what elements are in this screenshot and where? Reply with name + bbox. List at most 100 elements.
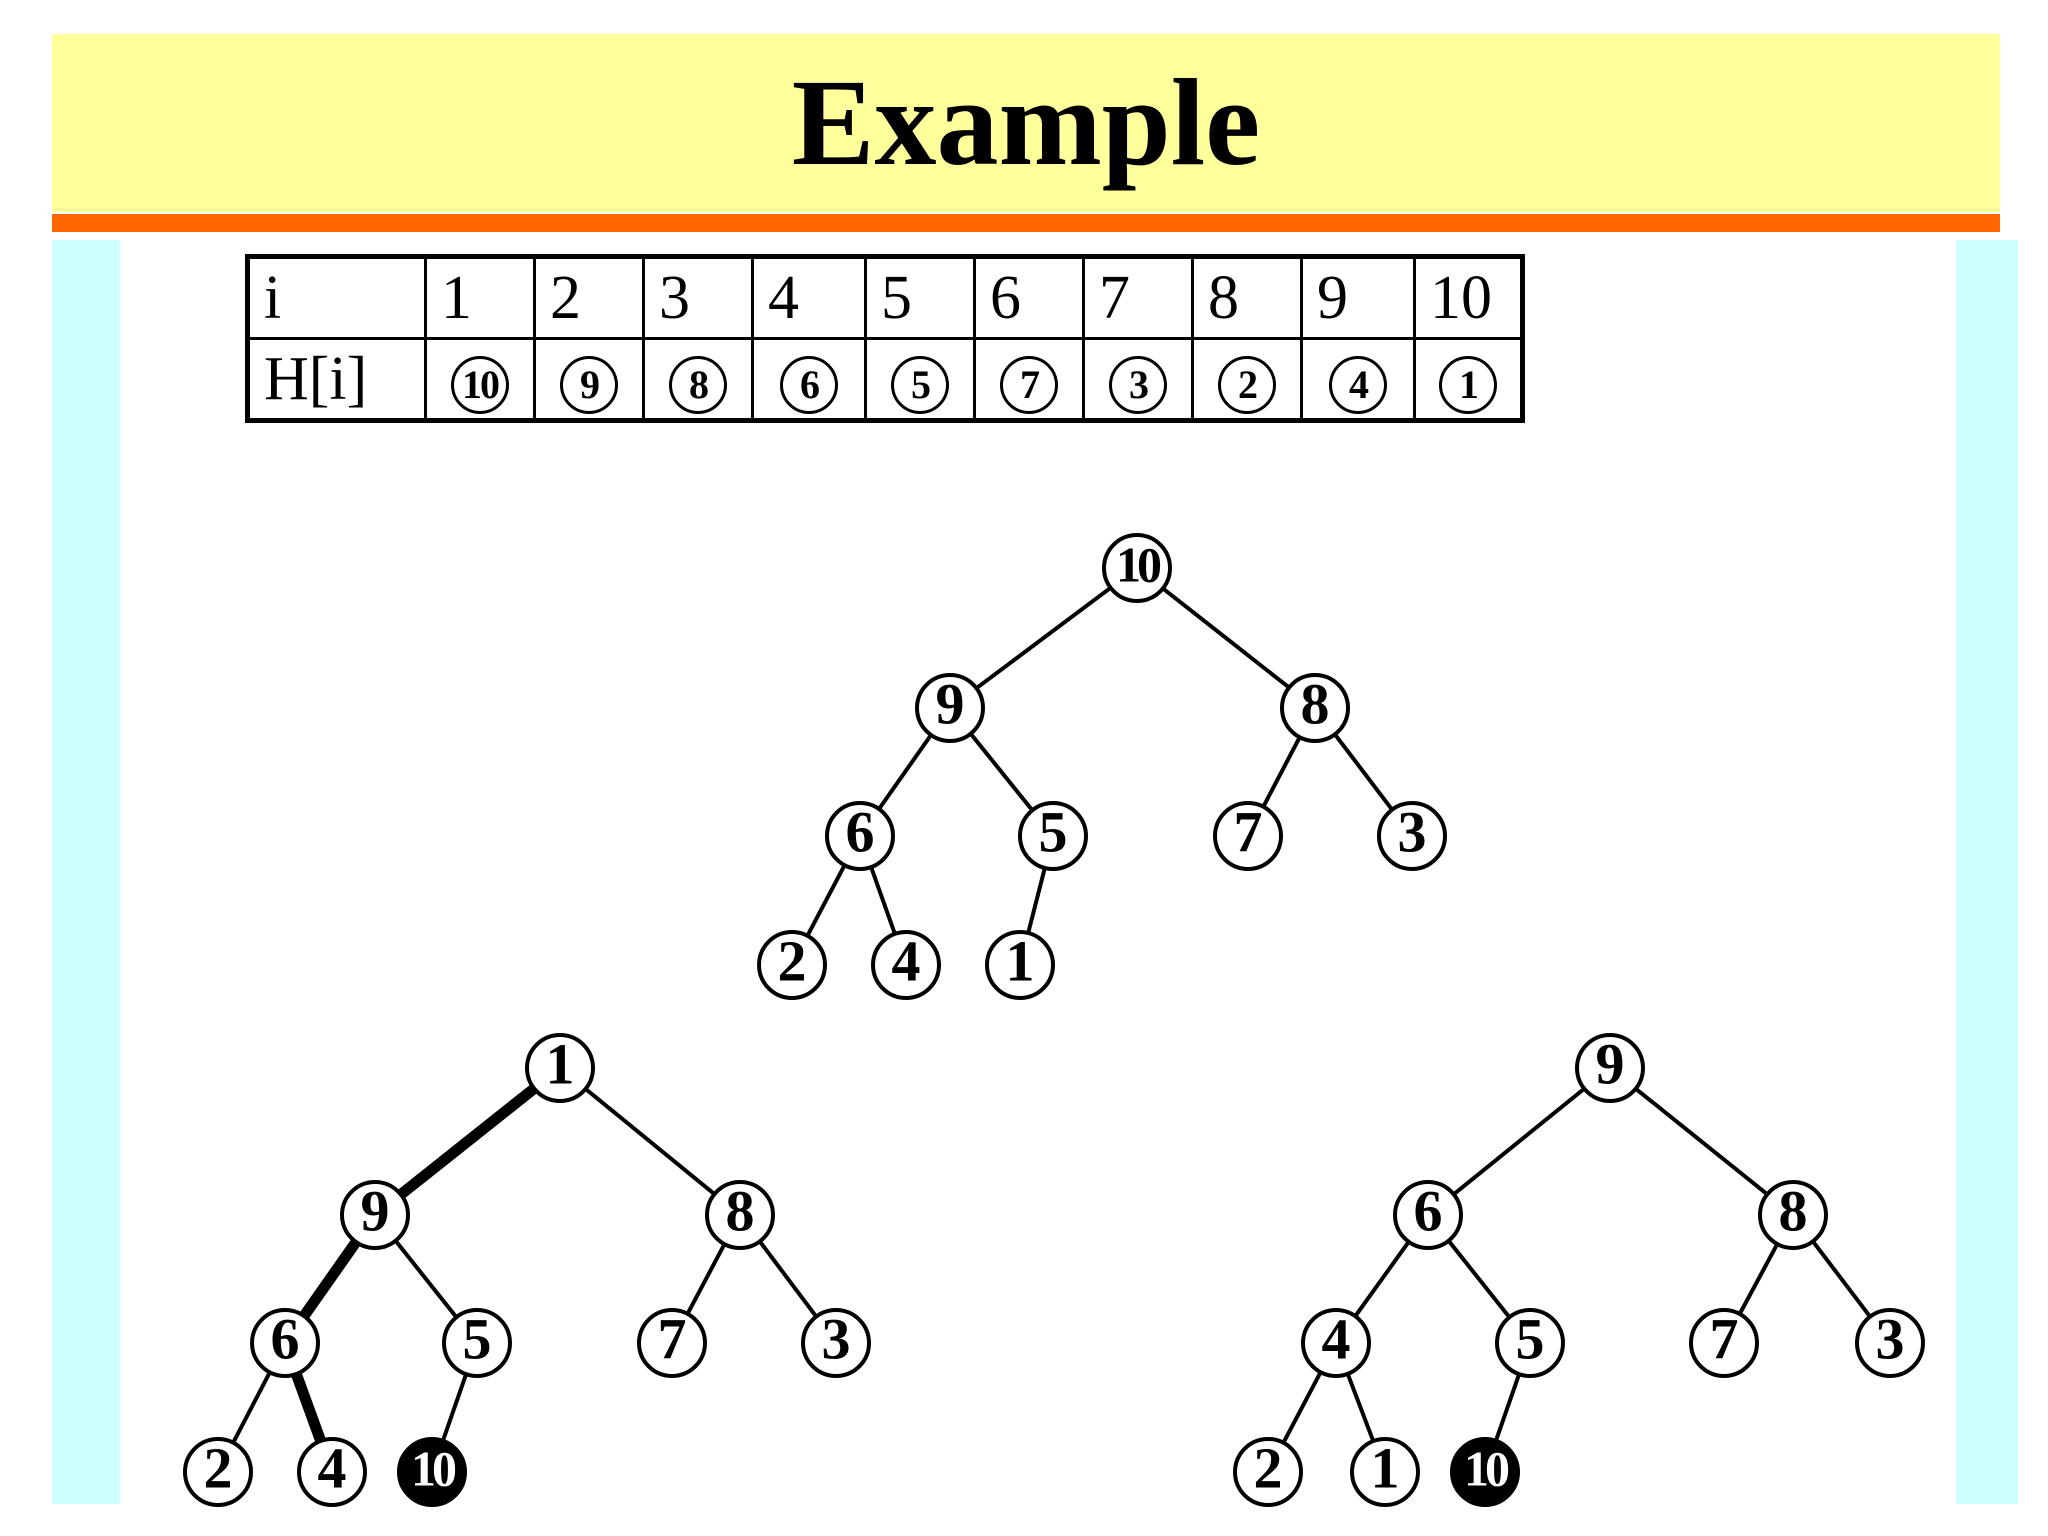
node-label: 1 [1371,1435,1400,1500]
value-cell: 4 [1300,337,1416,422]
node-circle [757,930,827,1000]
tree-node: 8 [1758,1178,1828,1250]
node-circle [1213,801,1283,871]
tree-edge [1261,736,1302,808]
node-circle [297,1437,367,1507]
title-underline [52,214,2000,232]
value-cell: 2 [1191,337,1303,422]
circled-value: 10 [451,355,509,414]
node-label: 7 [1234,799,1263,864]
tree-node: 6 [825,799,895,871]
node-label: 1 [546,1031,575,1096]
index-cell: 6 [973,255,1085,340]
title-band: Example [52,34,2000,212]
value-cell: 1 [1413,337,1524,422]
node-circle [871,930,941,1000]
circled-value: 6 [780,355,838,414]
highlighted-edge [291,1372,326,1443]
node-circle [825,801,895,871]
node-circle [1393,1180,1463,1250]
value-row-header: H[i] [246,337,427,422]
tree-node: 8 [705,1178,775,1250]
node-label: 9 [936,671,965,736]
node-label: 5 [463,1306,492,1371]
node-circle [183,1437,253,1507]
tree-edge [969,732,1034,812]
node-label: 3 [1398,799,1427,864]
node-label: 8 [726,1178,755,1243]
tree-node: 4 [297,1435,367,1507]
node-circle [1450,1437,1520,1507]
tree-edge [805,864,847,937]
value-cell: 3 [1082,337,1194,422]
node-circle [1350,1437,1420,1507]
node-label: 8 [1301,671,1330,736]
node-label: 6 [271,1306,300,1371]
node-label: 7 [658,1306,687,1371]
index-row: i 1 2 3 4 5 6 7 8 9 10 [246,255,1524,340]
tree-edge [231,1371,272,1444]
tree-edge [758,1240,818,1318]
right-side-bar [1956,240,2018,1504]
tree-node: 2 [757,928,827,1000]
tree-edge [1345,1373,1376,1442]
tree-edge [584,1087,716,1196]
index-cell: 8 [1191,255,1303,340]
left-side-bar [52,240,120,1504]
tree-node: 3 [801,1306,871,1378]
tree-edge [1026,867,1047,934]
tree-edge [1281,1371,1323,1444]
circled-value: 9 [560,355,618,414]
tree-edge [1634,1087,1769,1196]
node-label: 4 [1322,1306,1351,1371]
node-label: 5 [1039,799,1068,864]
tree-edge [394,1239,458,1319]
tree-edge [1737,1243,1780,1315]
tree-edge [441,1373,468,1442]
node-label: 8 [1779,1178,1808,1243]
node-label: 7 [1710,1306,1739,1371]
node-circle [1102,533,1172,603]
node-circle [1575,1033,1645,1103]
tree-edge [1494,1373,1521,1442]
index-cell: 1 [424,255,536,340]
tree-node: 7 [1213,799,1283,871]
circled-value: 4 [1329,355,1387,414]
node-label: 5 [1516,1306,1545,1371]
node-label: 4 [892,928,921,993]
circled-value: 8 [669,355,727,414]
tree-node: 4 [871,928,941,1000]
tree-node: 6 [1393,1178,1463,1250]
circled-value: 3 [1109,355,1167,414]
tree-node: 1 [985,928,1055,1000]
tree-edge [877,733,933,811]
value-row: H[i] 10 9 8 6 5 7 3 2 4 1 [246,337,1524,422]
node-label: 9 [361,1178,390,1243]
node-circle [985,930,1055,1000]
index-cell: 4 [751,255,867,340]
circled-value: 5 [891,355,949,414]
circled-value: 1 [1439,355,1497,414]
node-circle [442,1308,512,1378]
value-cell: 5 [864,337,976,422]
node-label: 4 [318,1435,347,1500]
tree-node: 9 [340,1178,410,1250]
node-circle [1301,1308,1371,1378]
node-label: 3 [1876,1306,1905,1371]
node-label: 2 [1254,1435,1283,1500]
circled-value: 7 [1000,355,1058,414]
tree-node: 9 [915,671,985,743]
tree-node: 5 [1018,799,1088,871]
tree-node: 6 [250,1306,320,1378]
tree-node: 1 [1350,1435,1420,1507]
node-label: 3 [822,1306,851,1371]
highlighted-edge [397,1084,538,1199]
tree-node: 3 [1855,1306,1925,1378]
circled-value: 2 [1218,355,1276,414]
tree-node: 10 [1102,533,1172,603]
node-circle [525,1033,595,1103]
slide-title: Example [791,54,1261,191]
